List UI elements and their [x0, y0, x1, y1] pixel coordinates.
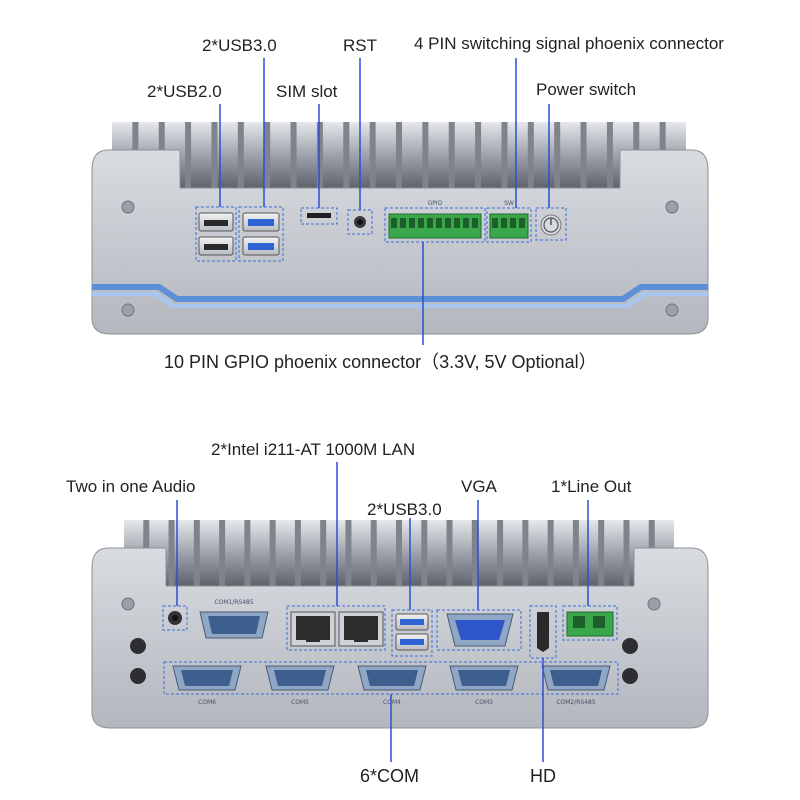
screws-bottom	[121, 597, 661, 611]
power-switch	[535, 207, 567, 241]
heatsink-fin	[452, 520, 472, 586]
heatsink-fin	[191, 122, 212, 188]
chassis-top	[91, 149, 709, 335]
bottom-callout-lines	[176, 462, 589, 762]
heatsink-fin	[243, 122, 265, 188]
heatsink-fin	[477, 520, 498, 586]
sw-pin	[492, 218, 498, 228]
gpio-pin	[409, 218, 415, 228]
com4-silkscreen: COM4	[383, 699, 401, 706]
vga-port	[436, 609, 522, 651]
com-connector-face	[550, 670, 602, 686]
heatsink-fin	[402, 520, 422, 586]
gpio-pin	[463, 218, 469, 228]
sw-pin	[519, 218, 525, 228]
label-power-switch: Power switch	[536, 80, 637, 99]
heatsink-fin	[225, 520, 245, 586]
heatsink-fin	[322, 122, 344, 188]
heatsink-fin	[604, 520, 624, 586]
line-out-terminal	[562, 605, 618, 641]
heatsink-fin	[454, 122, 476, 188]
gpio-terminal: GPIO	[384, 200, 486, 243]
com1-silkscreen: COM1/RS485	[214, 599, 254, 606]
heatsink-fin	[481, 122, 502, 188]
heatsink-fin	[533, 122, 555, 188]
gpio-pin	[436, 218, 442, 228]
com6-silkscreen: COM6	[198, 699, 216, 706]
heatsink-fin	[174, 520, 194, 586]
sw-pin	[501, 218, 507, 228]
com3-silkscreen: COM3	[475, 699, 493, 706]
sw-silkscreen: SW	[504, 200, 514, 207]
gpio-pin	[472, 218, 478, 228]
usb20-ports	[195, 206, 237, 262]
com-row: COM6 COM5 COM4 COM3 COM2/RS485	[163, 661, 619, 706]
heatsink-fin	[275, 520, 295, 586]
label-hd: HD	[530, 766, 556, 786]
label-gpio-connector: 10 PIN GPIO phoenix connector（3.3V, 5V O…	[164, 352, 597, 372]
top-callout-lines	[219, 58, 550, 345]
label-lan: 2*Intel i211-AT 1000M LAN	[211, 440, 416, 459]
label-com: 6*COM	[360, 766, 420, 786]
com-connector-face	[181, 670, 233, 686]
com2-silkscreen: COM2/RS485	[556, 699, 596, 706]
heatsink-fin	[217, 122, 238, 188]
gpio-pin	[418, 218, 424, 228]
heatsink-fin	[300, 520, 321, 586]
gpio-pin	[391, 218, 397, 228]
heatsink-fin	[560, 122, 581, 188]
heatsink-fin	[528, 520, 548, 586]
heatsink-fin	[199, 520, 220, 586]
audio-jack	[162, 605, 188, 631]
com-connector-face	[274, 670, 326, 686]
heatsink-fin	[402, 122, 423, 188]
heatsink-fin	[376, 520, 396, 586]
heatsink-fin	[507, 122, 528, 188]
heatsink-fin	[270, 122, 291, 188]
heatsink-fin	[428, 122, 449, 188]
com5-silkscreen: COM5	[291, 699, 309, 706]
label-usb30-top: 2*USB3.0	[202, 36, 277, 55]
label-vga: VGA	[461, 477, 497, 496]
heatsink-fin	[427, 520, 447, 586]
sw-pin	[510, 218, 516, 228]
blue-stripe-top	[92, 284, 708, 308]
label-sim-slot: SIM slot	[276, 82, 338, 101]
label-switching-connector: 4 PIN switching signal phoenix connector	[414, 34, 724, 53]
heatsink-fin	[351, 520, 371, 586]
heatsink-fin	[250, 520, 270, 586]
side-knobs	[130, 638, 638, 684]
label-rst: RST	[343, 36, 377, 55]
lan-ports	[286, 605, 386, 651]
com-connector-face	[366, 670, 418, 686]
gpio-silkscreen: GPIO	[428, 200, 443, 207]
heatsink-fin	[296, 122, 317, 188]
usb30-ports-top	[238, 206, 284, 262]
gpio-pin	[427, 218, 433, 228]
heatsink-fin	[326, 520, 346, 586]
com-connector-face	[458, 670, 510, 686]
usb30-ports-bottom	[391, 609, 433, 657]
screws-top	[121, 200, 679, 317]
com1-port: COM1/RS485	[199, 599, 269, 639]
heatsink-fin	[375, 122, 396, 188]
heatsink-fin	[503, 520, 523, 586]
gpio-pin	[445, 218, 451, 228]
heatsink-fin	[553, 520, 573, 586]
switching-terminal: SW	[486, 200, 532, 243]
heatsink-fins-top	[112, 122, 686, 188]
label-line-out: 1*Line Out	[551, 477, 632, 496]
label-usb20: 2*USB2.0	[147, 82, 222, 101]
gpio-pin	[454, 218, 460, 228]
heatsink-fins-bottom	[124, 520, 674, 586]
label-usb30-bottom: 2*USB3.0	[367, 500, 442, 519]
heatsink-fin	[586, 122, 607, 188]
label-audio: Two in one Audio	[66, 477, 196, 496]
gpio-pin	[400, 218, 406, 228]
